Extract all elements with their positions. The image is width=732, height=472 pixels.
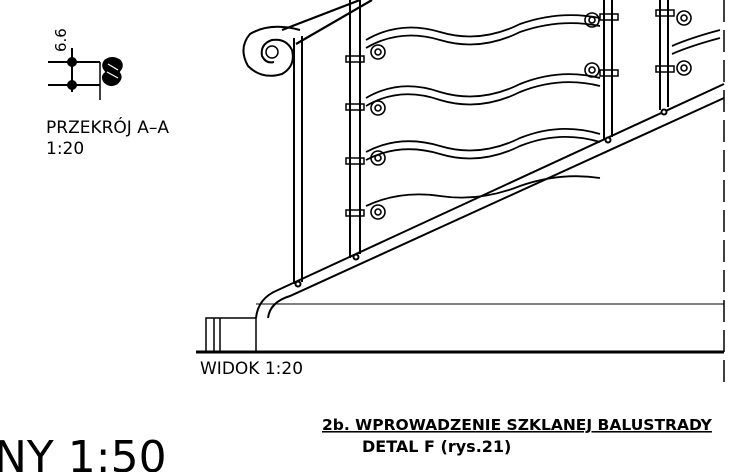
- view-label: WIDOK 1:20: [200, 359, 303, 379]
- cropped-title-fragment: NY 1:50: [0, 432, 167, 472]
- wavy-bars: [365, 14, 721, 207]
- section-scale: 1:20: [46, 139, 84, 159]
- floor-line: [196, 303, 724, 354]
- collars: [345, 9, 675, 217]
- handrail-scroll: [242, 25, 301, 77]
- elevation-view: [196, 0, 725, 385]
- detail-heading: 2b. WPROWADZENIE SZKLANEJ BALUSTRADY: [322, 416, 713, 434]
- section-title: PRZEKRÓJ A–A: [46, 116, 169, 138]
- section-dimension: 6.6: [52, 28, 70, 52]
- scroll-curls: [370, 10, 692, 220]
- section-a-a: [48, 48, 123, 100]
- handrail: [281, 0, 373, 45]
- posts: [293, 0, 669, 284]
- stair-stringer: [255, 83, 725, 319]
- base-block: [205, 317, 257, 353]
- detail-subheading: DETAL F (rys.21): [362, 437, 511, 456]
